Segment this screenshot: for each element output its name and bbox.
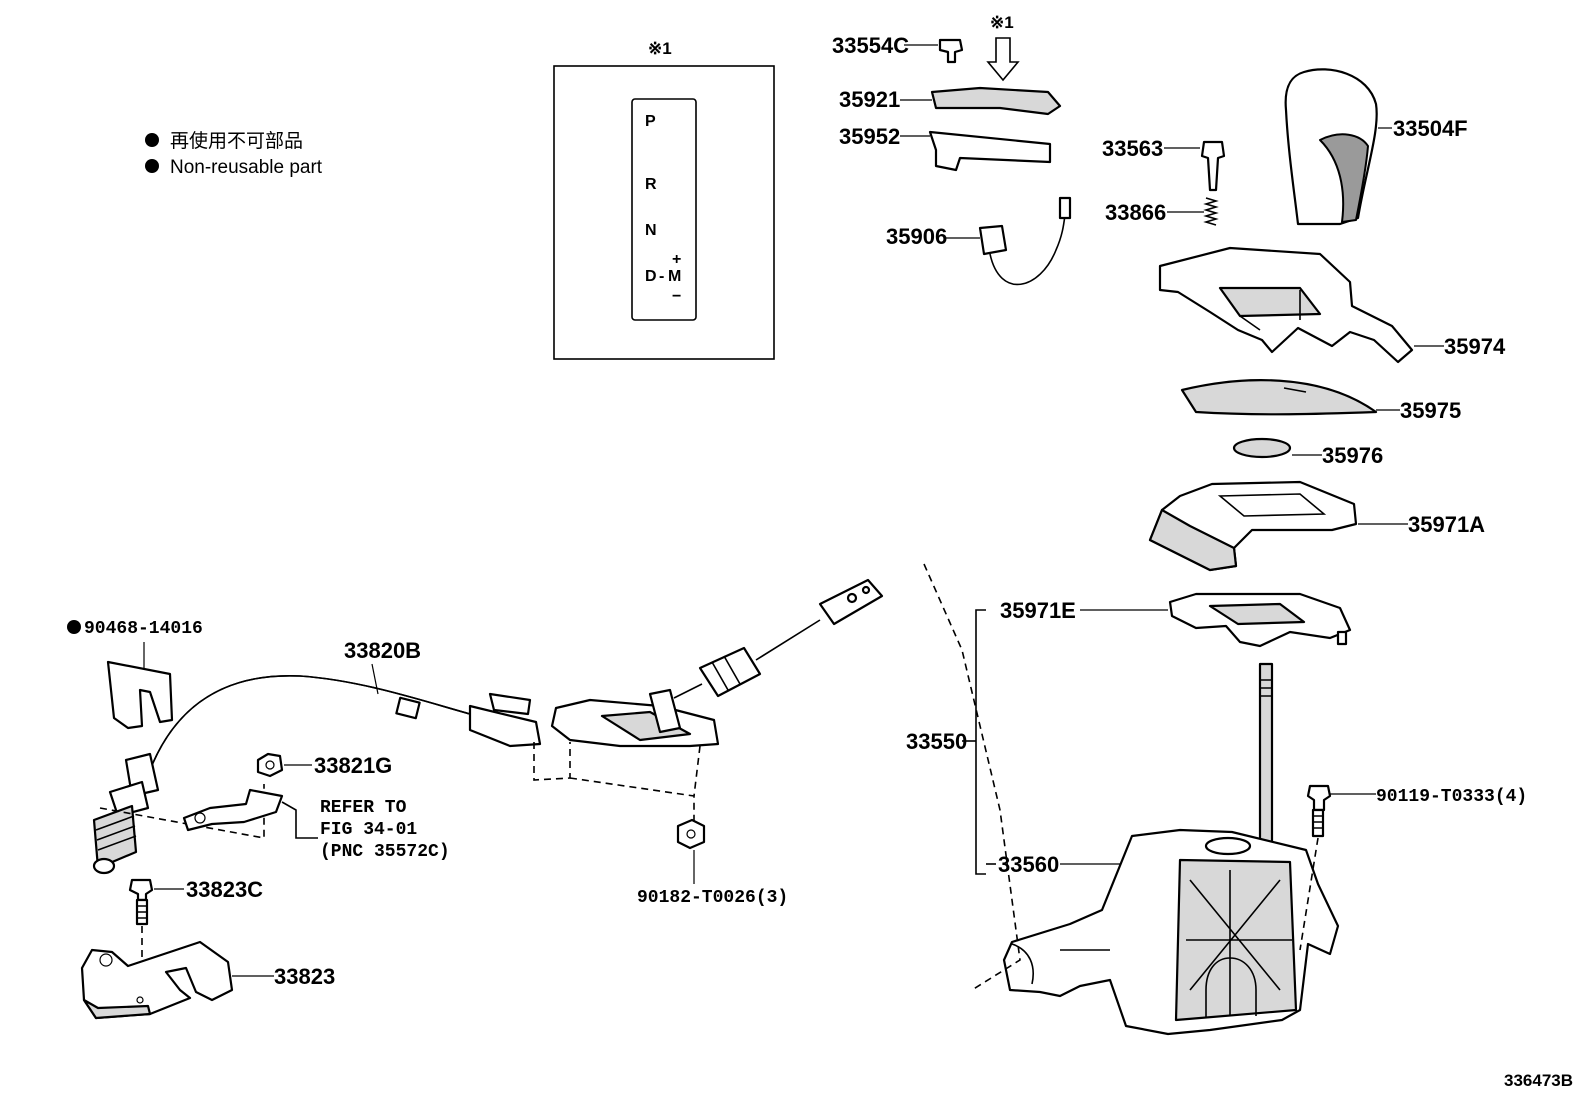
part-33554C: 33554C [832, 33, 964, 64]
down-arrow-icon [986, 37, 1020, 82]
refer-line1: REFER TO [320, 798, 407, 818]
gate-plus: + [672, 251, 681, 268]
label-33823C: 33823C [186, 877, 263, 902]
part-35952: 35952 [839, 124, 1052, 172]
label-33560: 33560 [998, 852, 1059, 877]
part-33563: 33563 [1102, 136, 1226, 192]
part-35921: 35921 [839, 86, 1062, 116]
gate-minus: − [672, 288, 681, 305]
label-35976: 35976 [1322, 443, 1383, 468]
refer-line2: FIG 34-01 [320, 820, 417, 840]
inset-frame [553, 65, 775, 360]
label-33563: 33563 [1102, 136, 1163, 161]
part-33560: 33560 [986, 662, 1340, 1036]
figure-id: 336473B [1504, 1071, 1573, 1090]
legend-jp: 再使用不可部品 [170, 130, 303, 152]
non-reusable-bullet-icon [67, 620, 81, 634]
label-90119: 90119-T0333(4) [1376, 787, 1527, 807]
label-33504F: 33504F [1393, 116, 1468, 141]
label-35974: 35974 [1444, 334, 1506, 359]
view-arrow: ※1 [986, 13, 1020, 82]
label-35906: 35906 [886, 224, 947, 249]
part-35974: 35974 [1158, 246, 1506, 364]
label-33821G: 33821G [314, 753, 392, 778]
gate-dash: - [659, 268, 664, 285]
label-33823: 33823 [274, 964, 335, 989]
legend-bullet-icon [145, 133, 159, 147]
assembly-33550: 33550 [906, 609, 986, 875]
label-33820B: 33820B [344, 638, 421, 663]
inset-note: ※1 [648, 39, 672, 58]
part-33821G: 33821G [256, 752, 392, 778]
connector-dash [923, 563, 1021, 991]
part-90119: 90119-T0333(4) [1299, 784, 1527, 951]
part-35975: 35975 [1180, 379, 1461, 423]
refer-line3: (PNC 35572C) [320, 842, 450, 862]
part-33820B: 33820B [92, 578, 884, 875]
legend-en: Non-reusable part [170, 157, 323, 178]
part-33504F: 33504F [1284, 68, 1468, 226]
label-35975: 35975 [1400, 398, 1461, 423]
legend-bullet-icon [145, 159, 159, 173]
part-35976: 35976 [1232, 437, 1383, 468]
label-35971E: 35971E [1000, 598, 1076, 623]
part-33866: 33866 [1105, 197, 1219, 226]
gate-p: P [645, 113, 656, 130]
gate-m: M [668, 268, 681, 285]
part-35971E: 35971E [1000, 592, 1352, 648]
label-33866: 33866 [1105, 200, 1166, 225]
gate-n: N [645, 222, 657, 239]
part-35971A: 35971A [1148, 480, 1485, 572]
part-33823C: 33823C [128, 877, 263, 996]
gate-r: R [645, 176, 657, 193]
legend: 再使用不可部品 Non-reusable part [145, 130, 323, 178]
label-33550: 33550 [906, 729, 967, 754]
label-90182: 90182-T0026(3) [637, 888, 788, 908]
refer-bracket: REFER TO FIG 34-01 (PNC 35572C) [182, 788, 450, 862]
label-35921: 35921 [839, 87, 900, 112]
label-33554C: 33554C [832, 33, 909, 58]
label-90468: 90468-14016 [84, 619, 203, 639]
gate-d: D [645, 268, 657, 285]
gate-plate [631, 98, 697, 321]
label-35971A: 35971A [1408, 512, 1485, 537]
label-35952: 35952 [839, 124, 900, 149]
part-33823: 33823 [80, 940, 335, 1020]
part-35906: 35906 [886, 196, 1072, 286]
part-90468: 90468-14016 [67, 619, 203, 730]
arrow-note: ※1 [990, 13, 1014, 32]
shift-gate-inset: ※1 P R N D - M + − [553, 39, 775, 360]
part-90182: 90182-T0026(3) [533, 742, 788, 908]
